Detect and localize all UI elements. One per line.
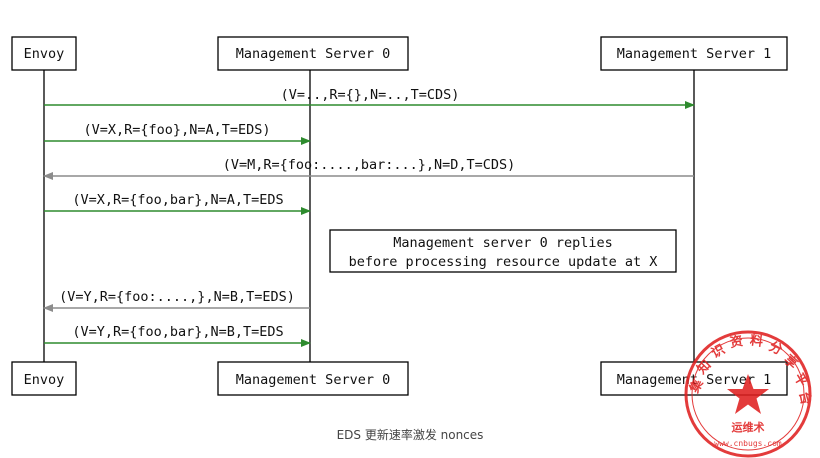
participant-label: Management Server 1 — [617, 46, 771, 62]
star-icon — [727, 374, 769, 414]
message-6: (V=Y,R={foo,bar},N=B,T=EDS — [44, 324, 311, 347]
participant-envoy-top: Envoy — [11, 36, 77, 71]
svg-text:www.cnbugs.com: www.cnbugs.com — [714, 439, 782, 448]
message-label: (V=X,R={foo},N=A,T=EDS) — [84, 122, 271, 138]
message-label: (V=Y,R={foo,bar},N=B,T=EDS — [72, 324, 283, 340]
participant-ms1-top: Management Server 1 — [600, 36, 788, 71]
message-2: (V=X,R={foo},N=A,T=EDS) — [44, 122, 311, 145]
svg-text:料: 料 — [749, 332, 764, 350]
participant-ms0-top: Management Server 0 — [217, 36, 409, 71]
note-box: Management server 0 replies before proce… — [329, 229, 677, 273]
message-label: (V=..,R={},N=..,T=CDS) — [281, 87, 460, 103]
participant-envoy-bottom: Envoy — [11, 361, 77, 396]
message-1: (V=..,R={},N=..,T=CDS) — [44, 87, 695, 109]
participant-label: Management Server 0 — [236, 372, 390, 388]
participant-label: Envoy — [24, 46, 65, 62]
svg-text:台: 台 — [796, 390, 814, 406]
figure-caption: EDS 更新速率激发 nonces — [336, 428, 484, 442]
message-label: (V=M,R={foo:....,bar:...},N=D,T=CDS) — [223, 157, 516, 173]
message-label: (V=X,R={foo,bar},N=A,T=EDS — [72, 192, 283, 208]
participant-ms0-bottom: Management Server 0 — [217, 361, 409, 396]
participant-label: Envoy — [24, 372, 65, 388]
message-4: (V=X,R={foo,bar},N=A,T=EDS — [44, 192, 311, 215]
svg-text:平: 平 — [790, 371, 809, 390]
note-line-1: Management server 0 replies — [393, 235, 612, 251]
svg-text:运维术: 运维术 — [732, 420, 765, 434]
svg-text:资: 资 — [729, 333, 745, 351]
svg-text:识: 识 — [709, 342, 728, 361]
message-3: (V=M,R={foo:....,bar:...},N=D,T=CDS) — [43, 157, 694, 180]
message-5: (V=Y,R={foo:....,},N=B,T=EDS) — [43, 289, 310, 312]
message-label: (V=Y,R={foo:....,},N=B,T=EDS) — [59, 289, 295, 305]
participant-label: Management Server 0 — [236, 46, 390, 62]
note-line-2: before processing resource update at X — [349, 254, 658, 270]
svg-text:分: 分 — [766, 338, 785, 358]
